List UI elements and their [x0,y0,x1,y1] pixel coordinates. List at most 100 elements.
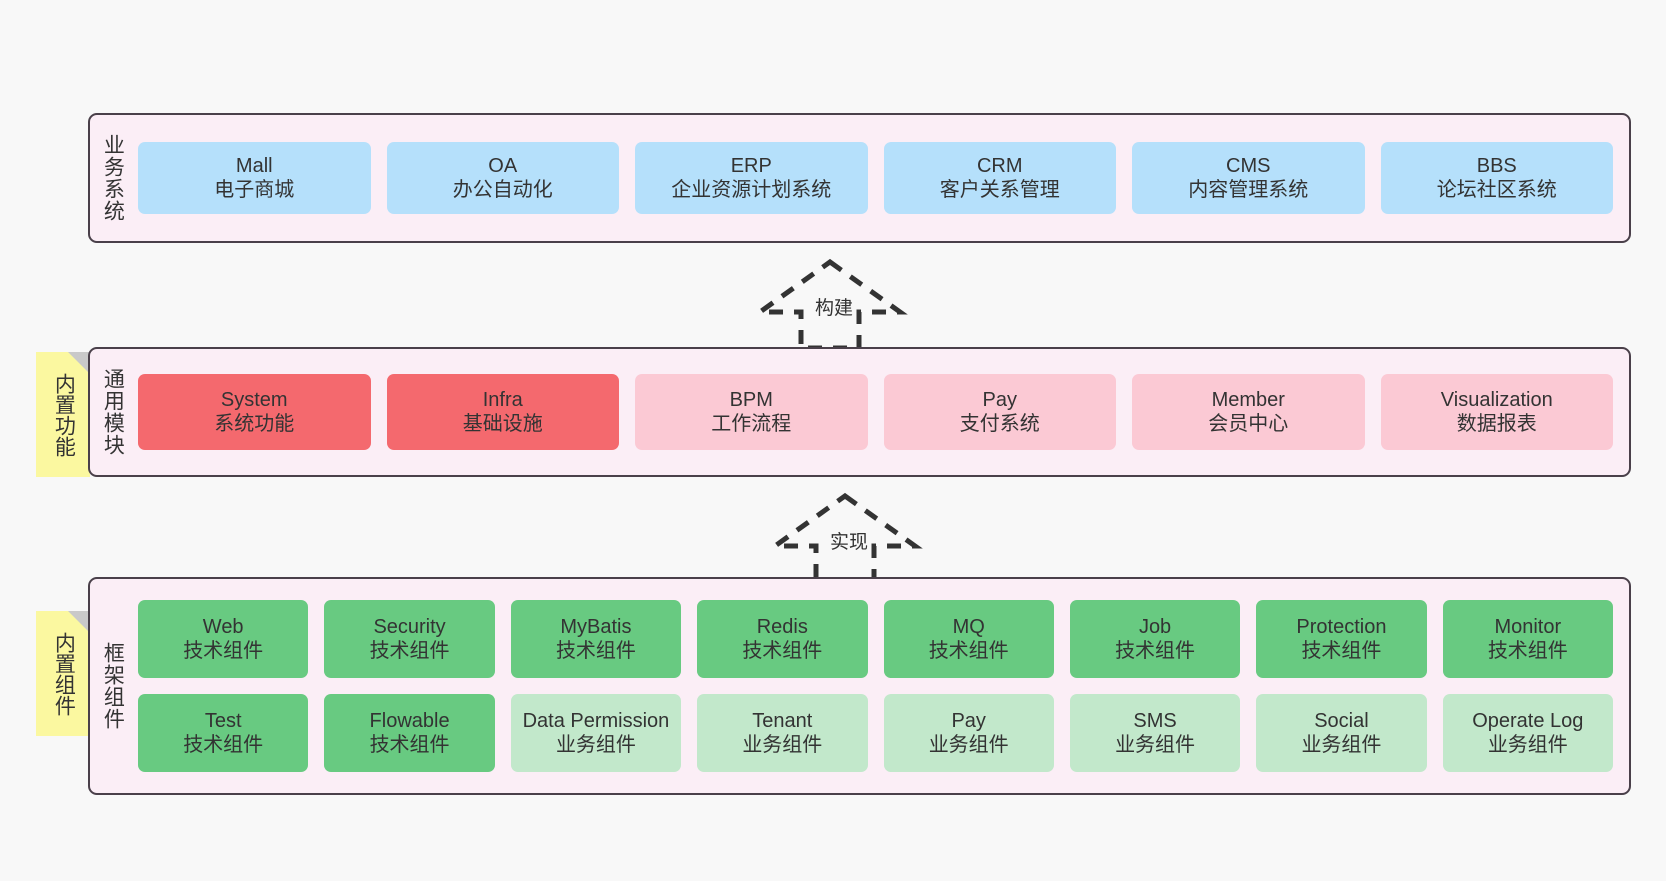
card-protection[interactable]: Protection 技术组件 [1256,600,1427,678]
card-title-en: MyBatis [560,615,632,638]
card-title-en: Web [202,615,244,638]
card-erp[interactable]: ERP 企业资源计划系统 [635,142,868,214]
layer-common-modules: 通用模块 System 系统功能 Infra 基础设施 BPM 工作流程 Pay… [88,347,1631,477]
card-mybatis[interactable]: MyBatis 技术组件 [510,600,682,678]
card-title-cn: 技术组件 [183,734,264,756]
card-title-cn: 企业资源计划系统 [671,179,832,201]
note-fold-corner-icon [68,611,90,633]
card-test[interactable]: Test 技术组件 [138,694,309,772]
card-title-en: Visualization [1440,388,1553,411]
card-title-cn: 数据报表 [1456,413,1537,435]
card-mall[interactable]: Mall 电子商城 [138,142,371,214]
layer-business-body: Mall 电子商城 OA 办公自动化 ERP 企业资源计划系统 CRM 客户关系… [134,115,1629,241]
note-fold-corner-icon [68,352,90,374]
connector-implement-arrow: 实现 [767,492,923,585]
card-title-en: Data Permission [522,709,670,732]
card-title-en: Flowable [369,709,450,732]
card-title-cn: 办公自动化 [452,179,553,201]
card-web[interactable]: Web 技术组件 [138,600,309,678]
card-title-cn: 客户关系管理 [939,179,1060,201]
layer-business-systems: 业务系统 Mall 电子商城 OA 办公自动化 ERP 企业资源计划系统 CRM… [88,113,1631,243]
card-title-cn: 技术组件 [555,640,636,662]
card-cms[interactable]: CMS 内容管理系统 [1132,142,1365,214]
framework-card-row-2: Test 技术组件 Flowable 技术组件 Data Permission … [138,694,1613,772]
card-data-permission[interactable]: Data Permission 业务组件 [510,694,682,772]
card-title-en: Tenant [752,709,813,732]
card-title-en: Monitor [1494,615,1562,638]
card-title-en: Pay [951,709,986,732]
card-title-en: SMS [1133,709,1177,732]
card-title-cn: 业务组件 [928,734,1009,756]
card-title-cn: 基础设施 [462,413,543,435]
card-title-cn: 系统功能 [214,413,295,435]
card-pay-component[interactable]: Pay 业务组件 [883,694,1054,772]
connector-build-arrow: 构建 [752,258,908,351]
card-title-en: Member [1211,388,1285,411]
card-title-cn: 技术组件 [183,640,264,662]
card-title-cn: 技术组件 [369,640,450,662]
card-title-en: Protection [1296,615,1387,638]
card-tenant[interactable]: Tenant 业务组件 [697,694,868,772]
card-title-en: Mall [235,154,273,177]
card-title-cn: 业务组件 [1487,734,1568,756]
layer-common-title: 通用模块 [101,368,125,456]
card-title-en: Social [1314,709,1369,732]
card-title-en: ERP [730,154,772,177]
card-title-cn: 业务组件 [1301,734,1382,756]
card-redis[interactable]: Redis 技术组件 [697,600,868,678]
card-title-cn: 业务组件 [555,734,636,756]
connector-implement-label: 实现 [830,532,869,553]
layer-framework-title: 框架组件 [101,642,125,730]
card-pay[interactable]: Pay 支付系统 [883,374,1116,450]
card-title-cn: 电子商城 [214,179,295,201]
card-title-en: Test [204,709,242,732]
card-title-en: Security [373,615,446,638]
card-bpm[interactable]: BPM 工作流程 [635,374,868,450]
card-title-cn: 技术组件 [1301,640,1382,662]
card-title-cn: 内容管理系统 [1188,179,1309,201]
card-title-cn: 技术组件 [1115,640,1196,662]
note-builtin-features: 内置功能 [36,352,90,477]
layer-framework-body: Web 技术组件 Security 技术组件 MyBatis 技术组件 Redi… [134,579,1629,793]
note-builtin-components-label: 内置组件 [52,631,76,716]
layer-framework-components: 框架组件 Web 技术组件 Security 技术组件 MyBatis 技术组件… [88,577,1631,795]
card-system[interactable]: System 系统功能 [138,374,371,450]
card-infra[interactable]: Infra 基础设施 [386,374,619,450]
note-builtin-components: 内置组件 [36,611,90,736]
common-card-row: System 系统功能 Infra 基础设施 BPM 工作流程 Pay 支付系统… [138,374,1613,450]
layer-common-body: System 系统功能 Infra 基础设施 BPM 工作流程 Pay 支付系统… [134,349,1629,475]
card-operate-log[interactable]: Operate Log 业务组件 [1442,694,1613,772]
card-mq[interactable]: MQ 技术组件 [883,600,1054,678]
card-title-en: Infra [482,388,523,411]
card-title-cn: 业务组件 [742,734,823,756]
card-member[interactable]: Member 会员中心 [1132,374,1365,450]
card-title-en: CRM [976,154,1023,177]
card-sms[interactable]: SMS 业务组件 [1069,694,1241,772]
framework-card-row-1: Web 技术组件 Security 技术组件 MyBatis 技术组件 Redi… [138,600,1613,678]
note-builtin-features-label: 内置功能 [52,372,76,457]
card-title-cn: 业务组件 [1115,734,1196,756]
card-flowable[interactable]: Flowable 技术组件 [324,694,495,772]
card-title-en: CMS [1226,154,1271,177]
card-visualization[interactable]: Visualization 数据报表 [1380,374,1613,450]
card-title-en: Redis [756,615,808,638]
card-security[interactable]: Security 技术组件 [324,600,495,678]
card-monitor[interactable]: Monitor 技术组件 [1442,600,1613,678]
card-title-cn: 工作流程 [711,413,792,435]
card-title-en: Operate Log [1472,709,1584,732]
card-title-en: System [220,388,288,411]
card-title-en: Job [1138,615,1172,638]
card-crm[interactable]: CRM 客户关系管理 [883,142,1116,214]
card-title-cn: 技术组件 [742,640,823,662]
card-title-cn: 支付系统 [959,413,1040,435]
card-oa[interactable]: OA 办公自动化 [386,142,619,214]
card-title-en: OA [488,154,518,177]
card-title-cn: 技术组件 [369,734,450,756]
card-job[interactable]: Job 技术组件 [1069,600,1241,678]
card-bbs[interactable]: BBS 论坛社区系统 [1380,142,1613,214]
card-title-en: BBS [1476,154,1517,177]
card-title-en: BPM [729,388,773,411]
card-social[interactable]: Social 业务组件 [1256,694,1427,772]
card-title-cn: 论坛社区系统 [1436,179,1557,201]
